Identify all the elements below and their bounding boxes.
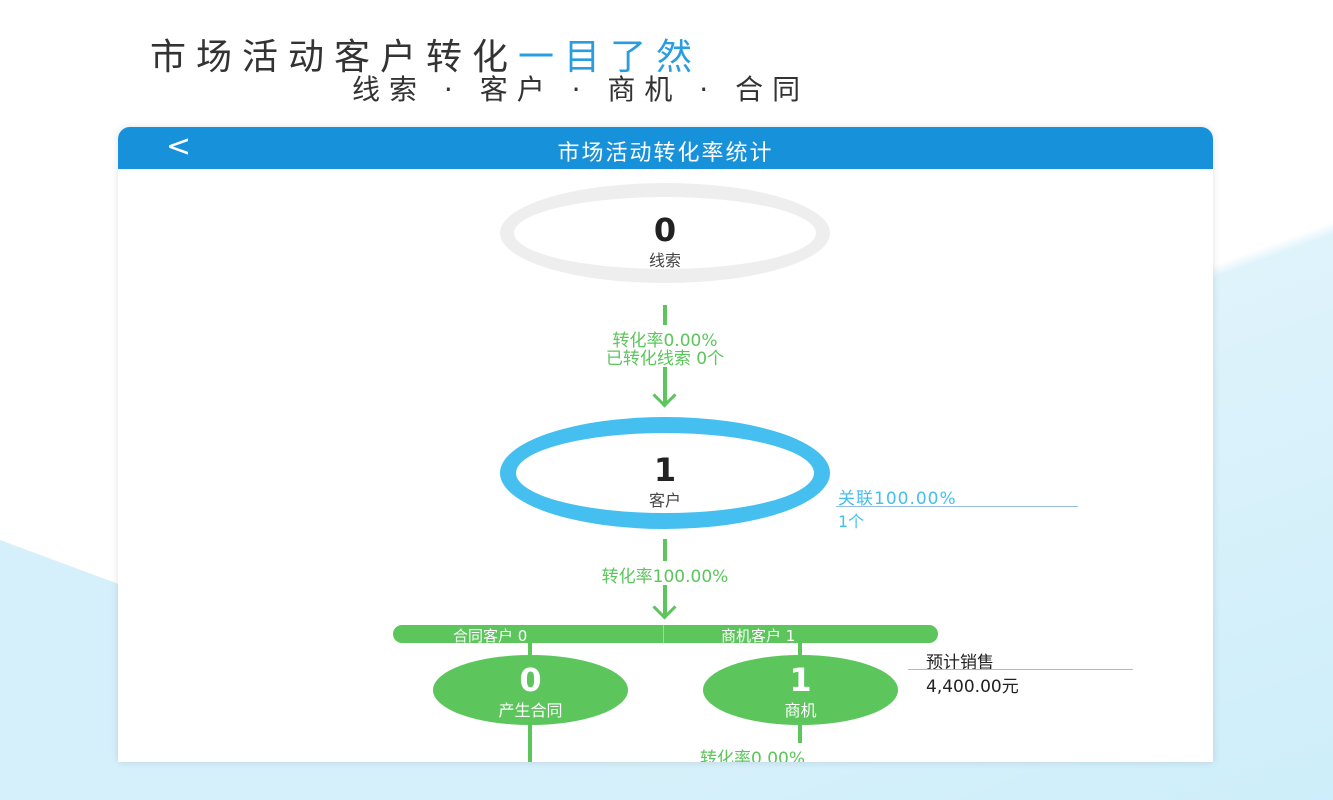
forecast-value: 4,400.00元 bbox=[926, 677, 1019, 697]
leads-circle[interactable]: 0 线索 bbox=[500, 183, 830, 283]
opportunity-rate: 转化率0.00% bbox=[700, 749, 806, 762]
connector bbox=[663, 305, 667, 325]
opportunities-label: 商机 bbox=[784, 701, 817, 720]
contract-customers[interactable]: 合同客户 0 bbox=[453, 627, 528, 645]
chevron-left-icon[interactable]: < bbox=[166, 129, 192, 164]
divider bbox=[836, 506, 1078, 507]
app-header: < 市场活动转化率统计 bbox=[118, 127, 1213, 169]
customers-label: 客户 bbox=[648, 491, 681, 510]
connector bbox=[528, 643, 532, 663]
page-title: 市场活动转化率统计 bbox=[557, 141, 774, 166]
promo-subtitle: 线索 · 客户 · 商机 · 合同 bbox=[352, 73, 810, 106]
arrow-down-icon bbox=[652, 383, 677, 408]
leads-rate: 转化率0.00% bbox=[612, 331, 718, 351]
promo-title: 市场活动客户转化一目了然 bbox=[150, 28, 702, 80]
contracts-circle[interactable]: 0 产生合同 bbox=[433, 655, 628, 725]
connector bbox=[798, 643, 802, 663]
leads-converted: 已转化线索 0个 bbox=[605, 349, 725, 369]
assoc-count: 1个 bbox=[838, 512, 865, 531]
opportunities-circle[interactable]: 1 商机 bbox=[703, 655, 898, 725]
title-dark: 市场活动客户转化 bbox=[150, 37, 519, 78]
phone-screen: < 市场活动转化率统计 0 线索 转化率0.00% 已转化线索 0个 1 客户 … bbox=[118, 127, 1213, 762]
divider bbox=[908, 669, 1133, 670]
forecast-label: 预计销售 bbox=[926, 653, 994, 673]
assoc-rate: 关联100.00% bbox=[838, 489, 957, 509]
leads-label: 线索 bbox=[648, 251, 681, 270]
connector bbox=[798, 725, 802, 743]
leads-count: 0 bbox=[653, 211, 677, 249]
contracts-label: 产生合同 bbox=[498, 701, 563, 720]
connector bbox=[663, 585, 667, 615]
split-bar: 合同客户 0 商机客户 1 bbox=[393, 625, 938, 645]
customers-count: 1 bbox=[653, 451, 677, 489]
divider bbox=[663, 625, 664, 643]
connector bbox=[663, 539, 667, 561]
title-blue: 一目了然 bbox=[518, 37, 703, 78]
customer-rate: 转化率100.00% bbox=[601, 567, 729, 587]
customers-circle[interactable]: 1 客户 bbox=[500, 417, 830, 529]
opportunities-count: 1 bbox=[789, 661, 812, 699]
connector bbox=[528, 725, 532, 762]
opportunity-customers[interactable]: 商机客户 1 bbox=[721, 627, 796, 645]
connector bbox=[663, 367, 667, 403]
contracts-count: 0 bbox=[519, 661, 542, 699]
arrow-down-icon bbox=[652, 595, 677, 620]
